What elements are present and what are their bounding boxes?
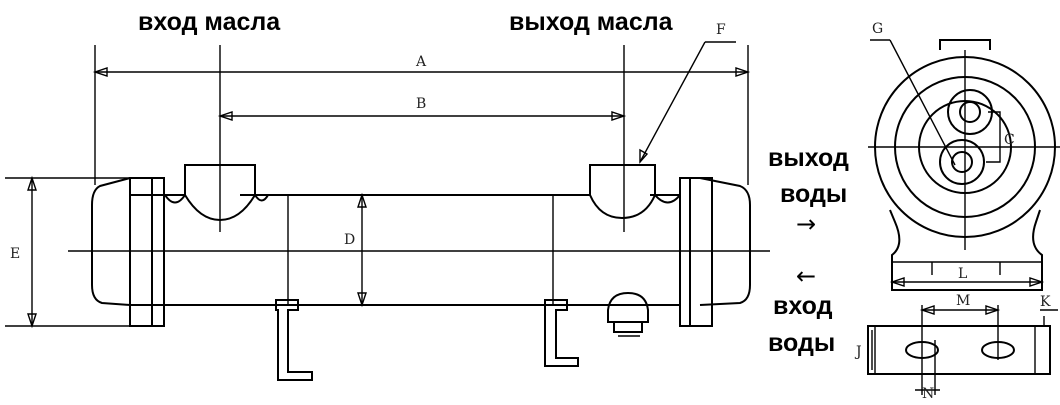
right-flange-inner: [679, 177, 691, 327]
left-flange-outer: [129, 177, 153, 327]
oil-outlet-label: выход масла: [509, 8, 673, 36]
dim-G-leader: [889, 39, 956, 166]
dim-K: K: [1040, 294, 1051, 310]
end-view-base: [889, 209, 1043, 291]
dim-B: B: [416, 96, 426, 112]
dim-J: J: [854, 344, 862, 360]
dim-M: M: [956, 293, 970, 309]
foot-plate: [867, 325, 1051, 375]
oil-inlet-label: вход масла: [138, 8, 281, 36]
right-flange-outer: [689, 177, 713, 327]
dim-D: D: [344, 232, 355, 248]
end-view-top-lug: [939, 39, 991, 50]
drain-plug: [607, 291, 649, 323]
water-outlet-arrow: →: [796, 210, 817, 238]
dim-G: G: [872, 21, 883, 37]
right-end-cap: [699, 177, 751, 306]
water-inlet-label-line1: вход: [773, 292, 833, 320]
left-end-cap: [91, 177, 131, 306]
water-inlet-arrow: ←: [796, 262, 817, 290]
dim-F: F: [716, 22, 726, 38]
shell-outline: [130, 194, 680, 306]
port-upper: [947, 89, 993, 135]
water-outlet-label-line1: выход: [768, 144, 849, 172]
port-lower: [939, 139, 985, 185]
dim-F-leader: [639, 41, 706, 163]
left-flange-inner: [151, 177, 165, 327]
water-outlet-label-line2: воды: [780, 180, 848, 208]
dim-E: E: [10, 246, 20, 262]
oil-outlet-nozzle: [589, 164, 656, 220]
dim-A: A: [415, 54, 427, 70]
left-support-bracket: [275, 299, 313, 381]
water-inlet-label-line2: воды: [768, 329, 836, 357]
dim-L: L: [958, 266, 967, 282]
dim-N: N: [922, 386, 934, 401]
dim-C: C: [1004, 132, 1015, 148]
right-support-bracket: [544, 299, 579, 367]
